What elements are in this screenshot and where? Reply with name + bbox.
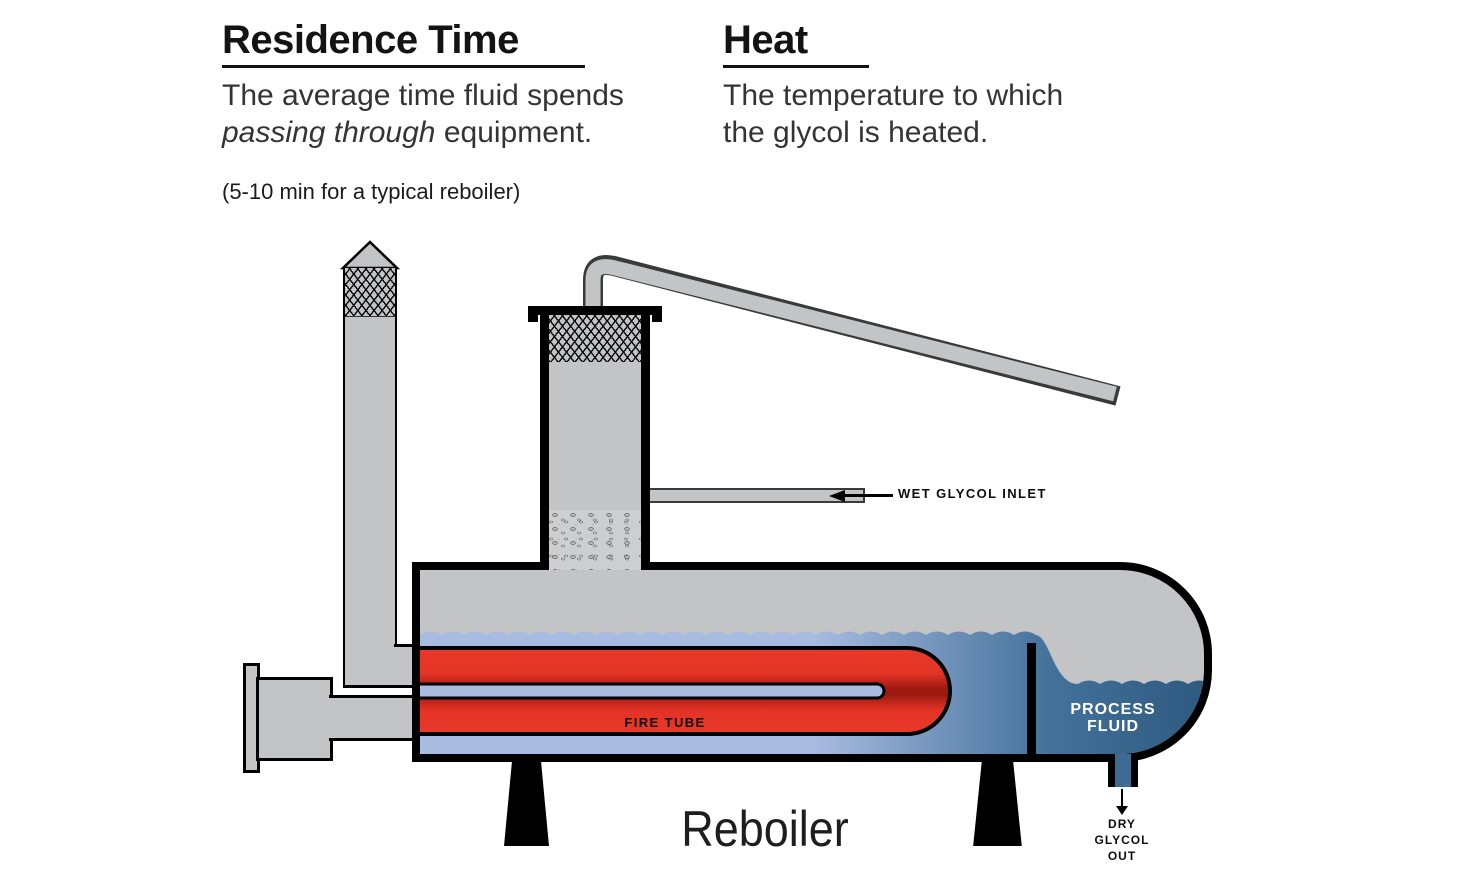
fire-tube-label: FIRE TUBE xyxy=(624,715,706,730)
vent-stack xyxy=(343,268,397,645)
fire-tube-inner-slot xyxy=(420,682,886,700)
diagram-title: Reboiler xyxy=(681,801,849,857)
wet-glycol-arrow-left-icon xyxy=(829,489,845,502)
residence-time-title: Residence Time xyxy=(222,18,519,62)
support-leg-right xyxy=(973,761,1022,846)
heat-definition: Heat The temperature to which the glycol… xyxy=(723,20,1063,151)
still-column-rim-tab-left xyxy=(528,315,538,322)
burner-pipe xyxy=(329,695,420,741)
heat-desc-line2: the glycol is heated. xyxy=(723,116,989,149)
vapor-condenser-pipe xyxy=(583,255,1121,406)
dry-glycol-outlet-channel xyxy=(1115,754,1131,787)
vent-stack-elbow-edge xyxy=(394,644,420,647)
residence-time-definition: Residence Time The average time fluid sp… xyxy=(222,20,624,205)
residence-time-desc-rest: equipment. xyxy=(435,116,593,149)
still-column-rim-tab-right xyxy=(652,315,662,322)
support-leg-left xyxy=(504,761,549,846)
vent-stack-mesh xyxy=(345,268,395,317)
process-fluid-label: PROCESS FLUID xyxy=(1070,701,1156,735)
wet-glycol-arrow-shaft xyxy=(845,494,893,497)
residence-time-desc-italic: passing through xyxy=(222,116,436,149)
burner-box xyxy=(256,677,333,761)
weir-divider xyxy=(1027,643,1036,754)
residence-time-desc-line2: passing through equipment. xyxy=(222,114,624,151)
residence-time-underline xyxy=(222,65,585,68)
residence-time-desc-line1: The average time fluid spends xyxy=(222,79,624,112)
residence-time-note: (5-10 min for a typical reboiler) xyxy=(222,179,521,204)
heat-desc-line1: The temperature to which xyxy=(723,79,1064,112)
still-column-top-rim xyxy=(528,306,662,315)
still-column-body xyxy=(549,362,641,510)
dry-glycol-out-label: DRY GLYCOL OUT xyxy=(1094,817,1150,863)
vent-stack-cap xyxy=(340,240,400,270)
dry-glycol-arrow-shaft xyxy=(1120,789,1124,807)
vessel-contents xyxy=(420,631,1204,754)
vent-stack-elbow xyxy=(343,645,420,688)
still-column-wall-right xyxy=(641,315,650,570)
still-column-mesh xyxy=(549,315,641,362)
still-column-packing xyxy=(549,510,641,570)
still-column-wall-left xyxy=(540,315,549,570)
heat-underline xyxy=(723,65,869,68)
dry-glycol-arrow-down-icon xyxy=(1115,806,1128,815)
wet-glycol-inlet-label: WET GLYCOL INLET xyxy=(898,486,1047,501)
reboiler-vessel xyxy=(412,562,1212,762)
heat-title: Heat xyxy=(723,18,808,62)
dry-glycol-outlet-pipe xyxy=(1108,754,1138,787)
